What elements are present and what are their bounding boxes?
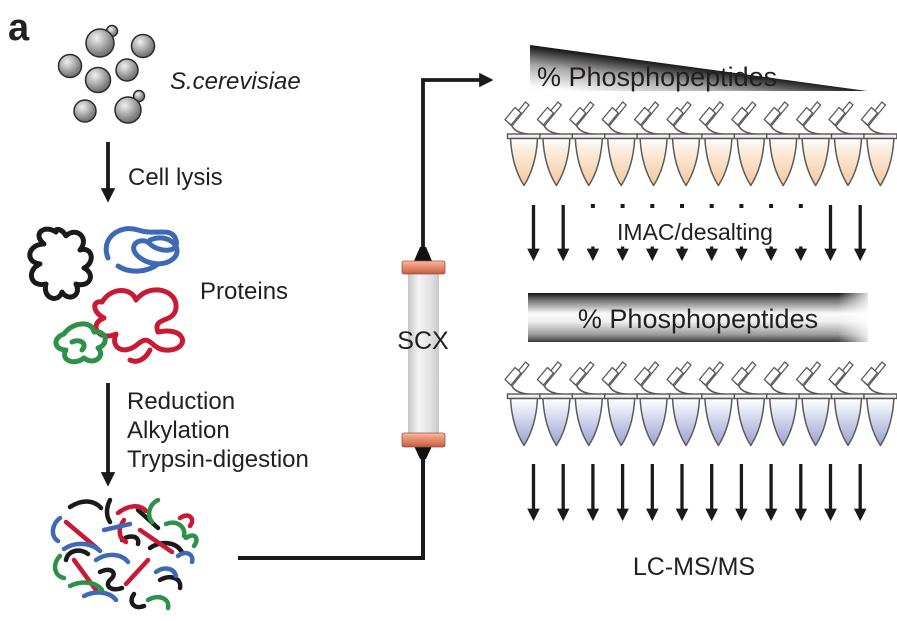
dot-icon [739,204,744,208]
imac-arrow-row [527,204,867,262]
dot-icon [590,204,595,208]
lcms-arrow-row [527,464,867,522]
sample-tube [504,101,542,187]
trypsin-label: Trypsin-digestion [127,445,309,473]
sample-tube [860,361,897,447]
dot-icon [680,204,684,208]
sample-tube [666,101,704,187]
connector-arrow-top [421,72,494,264]
gradient-bar-icon [528,293,868,342]
gradient-bar-label: % Phosphopeptides [577,304,819,334]
alkylation-label: Alkylation [127,416,230,444]
gradient-triangle-icon [530,45,867,91]
scx-column-icon [401,247,446,459]
dot-icon [620,204,625,208]
tube-row-1 [504,101,897,187]
sample-tube [633,101,671,187]
dot-icon [650,204,655,208]
sample-tube [633,361,671,447]
imac-desalting-label: IMAC/desalting [617,219,773,245]
lcms-label: LC-MS/MS [632,553,756,581]
yeast-cells-icon [57,24,156,124]
peptides-icon [50,497,199,611]
sample-tube [730,101,769,187]
sample-tube [763,361,801,447]
sample-tube [828,101,866,187]
sample-tube [536,361,574,447]
scx-label: SCX [397,327,449,355]
dot-icon [798,204,803,208]
panel-label: a [8,7,30,49]
sample-tube [795,361,833,447]
dot-icon [769,204,774,208]
reduction-label: Reduction [127,388,236,415]
digestion-labels: Reduction Alkylation Trypsin-digestion [127,388,309,474]
sample-tube [860,101,897,187]
sample-tube [698,101,736,187]
sample-tube [601,361,639,447]
sample-tube [795,101,833,187]
sample-tube [698,361,736,447]
proteins-label: Proteins [200,278,289,305]
sample-tube [730,361,769,447]
sample-tube [536,101,574,187]
sample-tube [568,361,607,447]
sample-tube [666,361,704,447]
sample-tube [504,361,542,447]
sample-tube [568,101,607,187]
organism-label: S.cerevisiae [170,68,301,95]
sample-tube [763,101,801,187]
dot-icon [709,204,714,208]
tube-row-2 [504,361,897,447]
connector-line-bottom [238,450,425,560]
proteins-icon [27,226,185,365]
sample-tube [828,361,866,447]
gradient-triangle-label: % Phosphopeptides [537,62,778,92]
sample-tube [601,101,639,187]
cell-lysis-label: Cell lysis [128,164,223,191]
